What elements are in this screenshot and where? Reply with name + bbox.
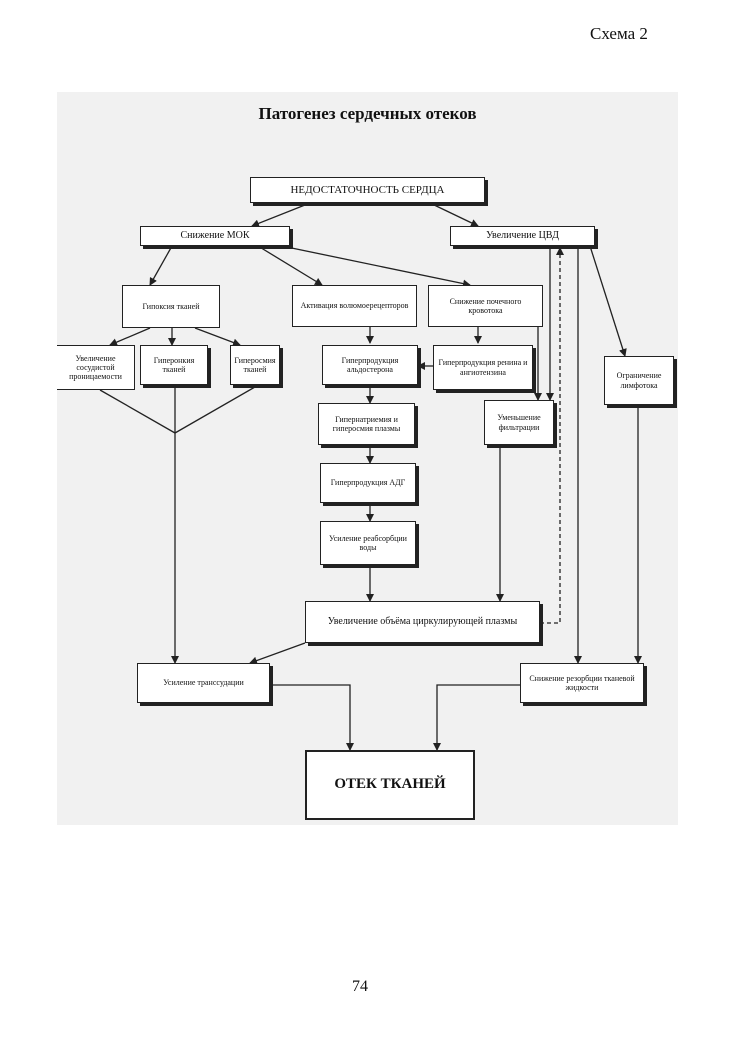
link-heart-to-mok	[251, 202, 311, 228]
node-tissue-hypoxia: Гипоксия тканей	[122, 285, 220, 328]
link-permeability-v	[99, 389, 176, 434]
link-hypoxia-to-hyperosmia	[194, 327, 241, 347]
page-number: 74	[352, 978, 368, 995]
node-water-reabsorption: Усиление реабсорбции воды	[320, 521, 416, 565]
link-mok-to-renal-flow	[281, 245, 471, 288]
node-vascular-permeability: Увеличение сосудистой проницаемости	[57, 345, 135, 390]
node-tissue-hyperoncia: Гиперонкия тканей	[140, 345, 208, 385]
node-mok-decrease: Снижение МОК	[140, 226, 290, 246]
link-transudation-to-edema	[270, 684, 354, 751]
link-mok-to-volume-receptors	[257, 245, 323, 286]
link-resorption-to-edema	[433, 684, 520, 751]
link-heart-to-cvp	[429, 202, 479, 227]
node-tissue-hyperosmia: Гиперосмия тканей	[230, 345, 280, 385]
link-hypoxia-to-permeability	[109, 327, 151, 346]
node-aldosterone: Гиперпродукция альдостерона	[322, 345, 418, 385]
node-hypernatremia: Гипернатриемия и гиперосмия плазмы	[318, 403, 415, 445]
node-adh: Гиперпродукция АДГ	[320, 463, 416, 503]
node-filtration-decrease: Уменьшение фильтрации	[484, 400, 554, 445]
link-mok-to-hypoxia	[149, 245, 173, 286]
link-plasma-to-transudation	[249, 642, 306, 665]
node-plasma-volume: Увеличение объёма циркулирующей плазмы	[305, 601, 540, 643]
diagram-title: Патогенез сердечных отеков	[258, 104, 477, 123]
link-plasma-to-cvp-dashed	[540, 247, 564, 624]
node-renin: Гиперпродукция ренина и ангиотензина	[433, 345, 533, 390]
node-transudation: Усиление транссудации	[137, 663, 270, 703]
node-volume-receptors: Активация волюмоерецепторов	[292, 285, 417, 327]
node-resorption-decrease: Снижение резорбции тканевой жидкости	[520, 663, 644, 703]
node-cvp-increase: Увеличение ЦВД	[450, 226, 595, 246]
link-hyperosmia-v	[174, 386, 256, 434]
scheme-label: Схема 2	[590, 24, 648, 43]
node-renal-flow-decrease: Снижение почечного кровотока	[428, 285, 543, 327]
link-cvp-to-lymph	[589, 245, 627, 357]
node-heart-failure: НЕДОСТАТОЧНОСТЬ СЕРДЦА	[250, 177, 485, 203]
node-tissue-edema: ОТЕК ТКАНЕЙ	[305, 750, 475, 820]
node-lymph-limit: Ограничение лимфотока	[604, 356, 674, 405]
